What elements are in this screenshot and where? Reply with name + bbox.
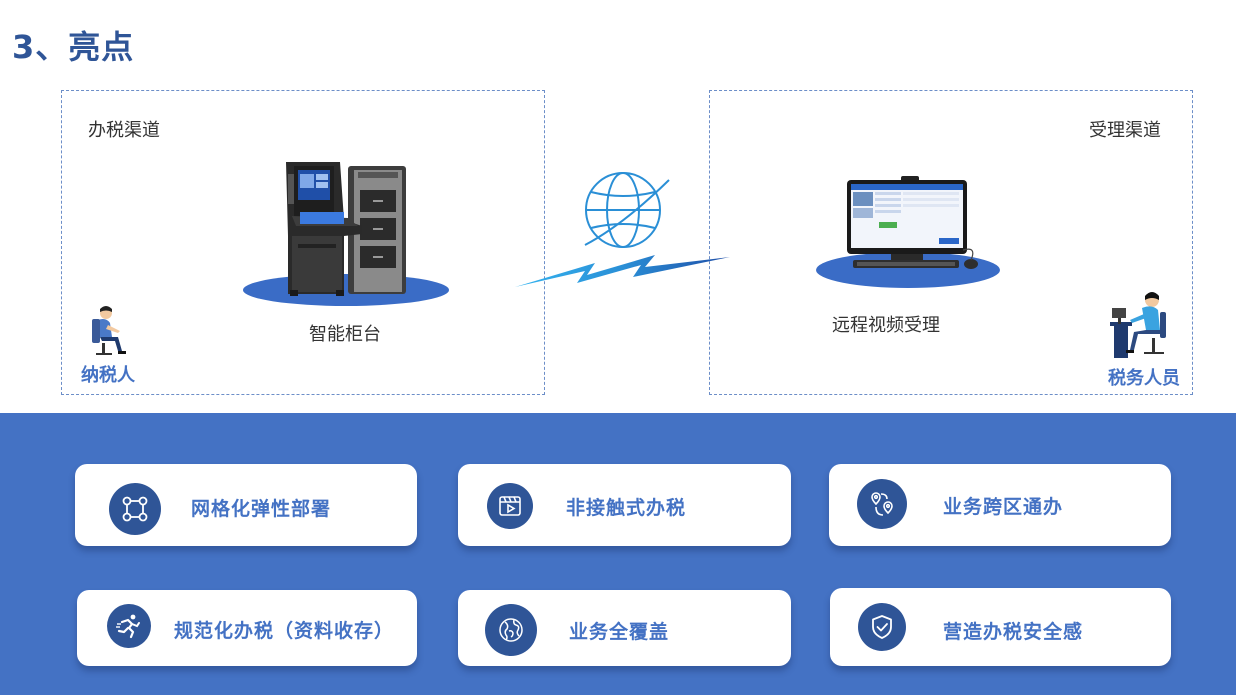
kiosk-platform: [243, 274, 449, 306]
feature-card-contactless[interactable]: 非接触式办税: [458, 464, 791, 546]
feature-label: 规范化办税（资料收存）: [174, 620, 395, 642]
acceptance-channel-panel: [709, 90, 1193, 395]
video-play-icon: [487, 483, 533, 529]
page-title: 3、亮点: [12, 28, 135, 66]
smart-counter-caption: 智能柜台: [309, 324, 381, 345]
location-route-icon: [857, 479, 907, 529]
globe-icon: [485, 604, 537, 656]
acceptance-channel-label: 受理渠道: [1089, 120, 1161, 141]
network-nodes-icon: [109, 483, 161, 535]
lightning-connection-icon: [515, 255, 730, 287]
feature-label: 非接触式办税: [566, 497, 687, 519]
feature-card-cross-region[interactable]: 业务跨区通办: [829, 464, 1171, 546]
shield-check-icon: [858, 603, 906, 651]
feature-card-standardized[interactable]: 规范化办税（资料收存）: [77, 590, 417, 666]
feature-label: 网格化弹性部署: [191, 498, 332, 520]
smart-counter-kiosk-icon: [286, 162, 406, 296]
tax-officer-role-label: 税务人员: [1108, 368, 1180, 389]
feature-card-security[interactable]: 营造办税安全感: [830, 588, 1171, 666]
taxpayer-role-label: 纳税人: [81, 365, 135, 386]
globe-network-icon: [584, 172, 670, 248]
feature-label: 业务跨区通办: [943, 496, 1064, 518]
remote-video-caption: 远程视频受理: [832, 315, 940, 336]
tax-officer-person-icon: [1110, 292, 1166, 358]
feature-card-grid-deployment[interactable]: 网格化弹性部署: [75, 464, 417, 546]
taxpayer-person-icon: [92, 306, 126, 355]
running-person-icon: [107, 604, 151, 648]
tax-channel-panel: [61, 90, 545, 395]
feature-card-full-coverage[interactable]: 业务全覆盖: [458, 590, 791, 666]
feature-label: 业务全覆盖: [569, 621, 670, 643]
video-computer-icon: [847, 176, 978, 269]
tax-channel-label: 办税渠道: [88, 120, 160, 141]
feature-label: 营造办税安全感: [943, 621, 1084, 643]
